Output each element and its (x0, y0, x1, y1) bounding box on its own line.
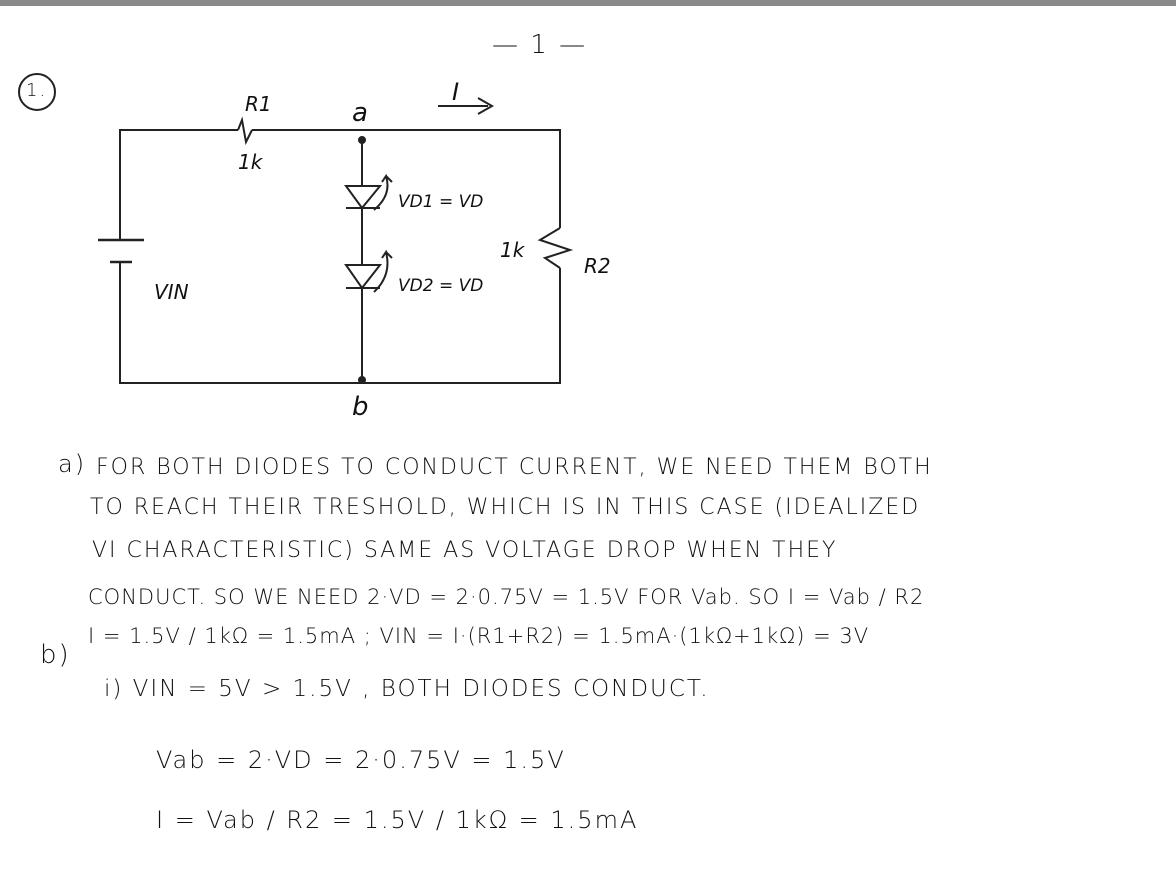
part-a-marker: a) (58, 450, 87, 478)
part-a-line: FOR BOTH DIODES TO CONDUCT CURRENT, WE N… (96, 455, 933, 480)
part-a-line: TO REACH THEIR TRESHOLD, WHICH IS IN THI… (90, 495, 921, 520)
battery-source (98, 238, 144, 264)
top-bar (0, 0, 1176, 6)
problem-number-circle (18, 73, 56, 111)
vab-equation: Vab = 2·VD = 2·0.75V = 1.5V (156, 746, 566, 774)
r1-value: 1k (238, 150, 263, 174)
outer-wires (119, 129, 561, 384)
part-b-line: I = 1.5V / 1kΩ = 1.5mA ; VIN = I·(R1+R2)… (88, 624, 870, 648)
node-b-label: b (352, 392, 369, 422)
problem-number: 1. (26, 80, 48, 101)
page-number: — 1 — (492, 30, 588, 60)
d1-voltage-label: VD1 = VD (398, 192, 484, 212)
diode-d2 (344, 264, 383, 290)
resistor-r1 (237, 116, 253, 146)
part-a-line: CONDUCT. SO WE NEED 2·VD = 2·0.75V = 1.5… (88, 585, 925, 609)
r1-label: R1 (245, 92, 272, 116)
d2-voltage-label: VD2 = VD (398, 276, 484, 296)
r2-label: R2 (584, 254, 611, 278)
diode-d1 (344, 185, 383, 210)
source-label: VIN (154, 280, 189, 304)
r2-value: 1k (500, 238, 525, 262)
node-a-dot (358, 136, 366, 144)
resistor-r2 (537, 227, 574, 269)
sub-part-i: i) VIN = 5V > 1.5V , BOTH DIODES CONDUCT… (104, 676, 710, 702)
current-equation: I = Vab / R2 = 1.5V / 1kΩ = 1.5mA (156, 806, 639, 834)
current-arrow (438, 97, 495, 115)
part-b-marker: b) (40, 640, 71, 670)
node-b-dot (358, 376, 366, 384)
node-a-label: a (352, 98, 368, 128)
current-label: I (452, 78, 460, 106)
d2-voltage-arrow (373, 249, 393, 293)
d1-voltage-arrow (373, 173, 393, 211)
part-a-line: VI CHARACTERISTIC) SAME AS VOLTAGE DROP … (92, 538, 838, 563)
